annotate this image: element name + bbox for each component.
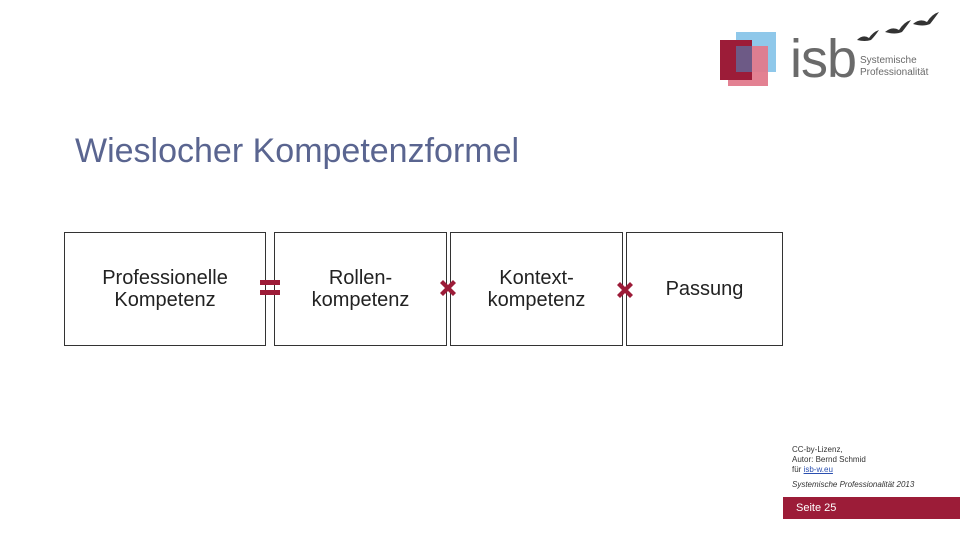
multiply-icon <box>617 282 633 298</box>
box-passung: Passung <box>626 232 783 346</box>
birds-icon <box>857 12 939 41</box>
author-text: Autor: Bernd Schmid <box>792 455 866 464</box>
box-label: Kontext- kompetenz <box>487 267 586 311</box>
footer-bar: Seite 25 <box>783 497 960 519</box>
isb-logo: isb Systemische Professionalität <box>720 10 950 90</box>
book-reference: Systemische Professionalität 2013 <box>792 480 915 489</box>
license-footnote: CC-by-Lizenz, Autor: Bernd Schmid für is… <box>792 445 914 490</box>
license-text: CC-by-Lizenz, <box>792 445 843 454</box>
logo-subtitle: Systemische Professionalität <box>860 55 929 78</box>
box-label: Passung <box>665 278 744 300</box>
box-label: Rollen- kompetenz <box>311 267 410 311</box>
box-kontextkompetenz: Kontext- kompetenz <box>450 232 623 346</box>
logo-squares-icon <box>720 32 776 86</box>
slide-title: Wieslocher Kompetenzformel <box>75 132 520 170</box>
logo-wordmark: isb <box>790 29 857 89</box>
equals-icon <box>260 280 280 295</box>
page-number: Seite 25 <box>796 502 837 514</box>
box-label: Professionelle Kompetenz <box>102 267 228 311</box>
isb-link[interactable]: isb-w.eu <box>803 465 833 474</box>
box-rollenkompetenz: Rollen- kompetenz <box>274 232 447 346</box>
multiply-icon <box>440 280 456 296</box>
box-professionelle-kompetenz: Professionelle Kompetenz <box>64 232 266 346</box>
for-line: für isb-w.eu <box>792 465 833 474</box>
